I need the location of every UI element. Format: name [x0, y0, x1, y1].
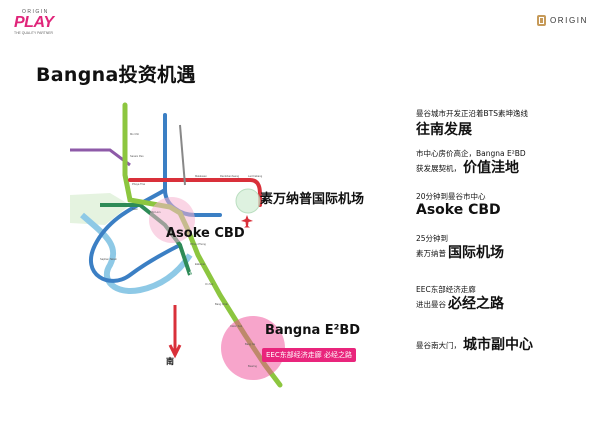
svg-text:Bang Chak: Bang Chak	[215, 302, 229, 306]
origin-play-logo: ORIGIN PLAY THE QUALITY PARTNER	[14, 9, 68, 35]
origin-logo: ORIGIN	[536, 14, 588, 26]
airplane-icon	[241, 215, 253, 228]
point-4-highlight: 素万纳普国际机场	[416, 242, 506, 264]
map-green-area	[70, 193, 130, 225]
airport-highlight-circle	[235, 188, 261, 214]
svg-text:Sanam Pao: Sanam Pao	[130, 154, 144, 158]
mrt-purple-line	[70, 148, 131, 167]
page-title: Bangna投资机遇	[36, 64, 196, 86]
asoke-label: Asoke CBD	[166, 226, 245, 241]
point-5-pre: 进出曼谷	[416, 299, 446, 309]
point-5-line1: EEC东部经济走廊	[416, 285, 476, 294]
airport-label: 素万纳普国际机场	[260, 192, 365, 207]
point-3-line1: 20分钟到曼谷市中心	[416, 192, 486, 201]
point-6-highlight: 曼谷南大门，城市副中心	[416, 334, 535, 356]
svg-text:Phaya Thai: Phaya Thai	[132, 182, 145, 186]
point-1-line1: 曼谷城市开发正沿着BTS素坤逸线	[416, 109, 528, 118]
svg-text:Saphan Taksin: Saphan Taksin	[100, 257, 118, 261]
svg-text:Makkasan: Makkasan	[195, 174, 207, 178]
svg-text:Udom Suk: Udom Suk	[230, 324, 243, 328]
station-labels: Mo Chit Sanam Pao Phaya Thai Makkasan Ra…	[100, 132, 263, 368]
svg-text:Bang Na: Bang Na	[245, 342, 256, 346]
transit-map: Mo Chit Sanam Pao Phaya Thai Makkasan Ra…	[70, 102, 285, 388]
point-1-highlight: 往南发展	[414, 119, 474, 141]
origin-mark-icon	[536, 14, 546, 26]
airport-rail-link	[128, 178, 262, 207]
map-grey-line	[179, 124, 186, 186]
origin-wordmark: ORIGIN	[549, 15, 588, 25]
svg-text:Siam: Siam	[132, 207, 138, 211]
svg-text:Ekkamai: Ekkamai	[195, 262, 205, 266]
svg-text:Mo Chit: Mo Chit	[130, 132, 139, 136]
point-5-highlight-text: 必经之路	[446, 293, 506, 315]
point-4-pre: 素万纳普	[416, 248, 446, 258]
point-5-highlight: 进出曼谷必经之路	[416, 293, 506, 315]
point-6-highlight-text: 城市副中心	[461, 334, 535, 356]
point-3-highlight: Asoke CBD	[414, 202, 503, 220]
point-6-pre: 曼谷南大门，	[416, 340, 461, 350]
point-4-line1: 25分钟到	[416, 234, 449, 243]
svg-text:Lat Krabang: Lat Krabang	[248, 174, 263, 178]
south-label: 南	[166, 357, 174, 366]
point-2-highlight: 获发展契机，价值洼地	[416, 157, 521, 179]
point-1-highlight-text: 往南发展	[414, 119, 474, 141]
svg-text:Ramkhamhaeng: Ramkhamhaeng	[220, 174, 240, 178]
south-arrow-icon	[168, 305, 182, 359]
point-2-line1: 市中心房价高企，Bangna E²BD	[416, 149, 526, 158]
logo-tagline: THE QUALITY PARTNER	[14, 31, 53, 35]
svg-text:Bearing: Bearing	[248, 364, 257, 368]
svg-text:Phrom Phong: Phrom Phong	[190, 242, 206, 246]
point-3-highlight-text: Asoke CBD	[414, 202, 503, 220]
svg-text:Chit Lom: Chit Lom	[150, 210, 160, 214]
asoke-highlight-circle	[149, 197, 195, 243]
logo-play-word: PLAY	[14, 14, 54, 31]
logo-origin-small: ORIGIN	[22, 9, 49, 15]
point-2-pre: 获发展契机，	[416, 163, 461, 173]
map-river	[80, 212, 193, 294]
point-4-highlight-text: 国际机场	[446, 242, 506, 264]
svg-text:On Nut: On Nut	[205, 282, 213, 286]
point-2-highlight-text: 价值洼地	[461, 157, 521, 179]
eec-tag: EEC东部经济走廊 必经之路	[262, 348, 356, 362]
bangna-label: Bangna E²BD	[265, 323, 361, 338]
bangna-highlight-circle	[221, 316, 285, 380]
